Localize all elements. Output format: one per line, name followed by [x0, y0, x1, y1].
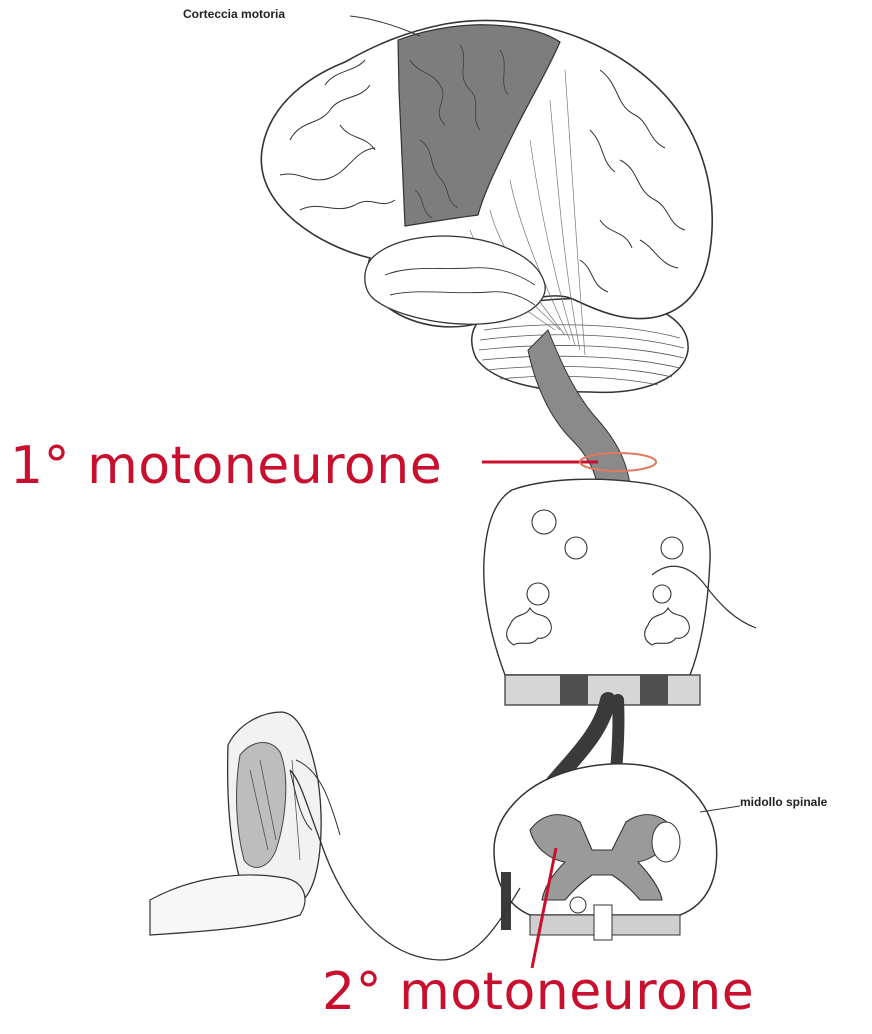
- second-motor-neuron-label: 2° motoneurone: [322, 962, 754, 1022]
- upper-section-outline: [484, 479, 710, 675]
- forearm: [150, 875, 305, 935]
- left-pyramid: [560, 675, 588, 705]
- anterior-fissure: [594, 905, 612, 940]
- brain: [261, 20, 712, 392]
- motor-nerve: [290, 770, 520, 960]
- arm-muscle: [150, 712, 520, 960]
- spinal-cord-section: [494, 764, 740, 940]
- ventral-nucleus: [570, 897, 586, 913]
- spinal-cord-outline: [494, 764, 717, 915]
- motor-cortex-label: Corteccia motoria: [183, 7, 285, 21]
- upper-spinal-section: [484, 479, 756, 705]
- first-motor-neuron-label: 1° motoneurone: [10, 436, 442, 496]
- right-pyramid: [640, 675, 668, 705]
- lateral-column: [652, 822, 680, 862]
- spinal-cord-label: midollo spinale: [740, 795, 827, 809]
